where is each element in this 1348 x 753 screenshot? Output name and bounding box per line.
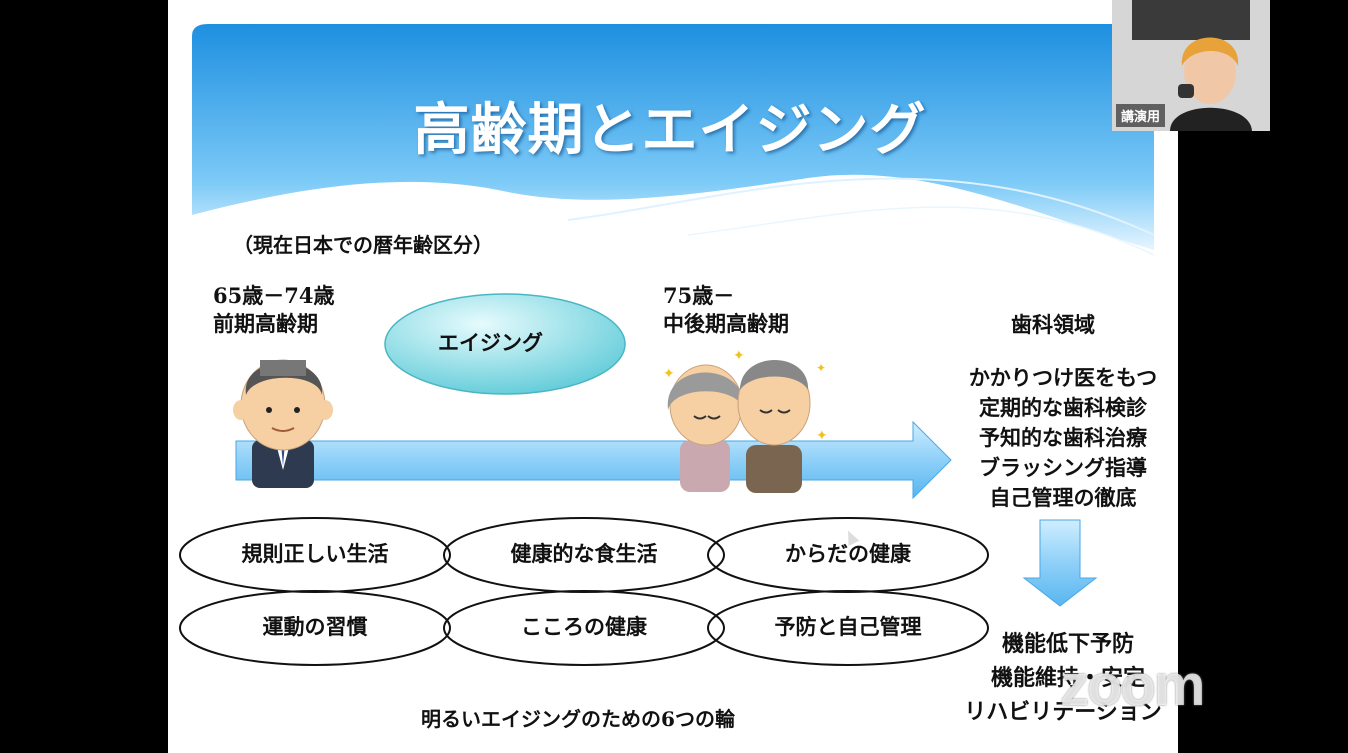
outcome-1: 機能低下予防 bbox=[1001, 631, 1134, 657]
outcome-2: 機能維持・安定 bbox=[990, 665, 1145, 691]
ring-label-1: 規則正しい生活 bbox=[241, 541, 389, 566]
elderly-man-illustration bbox=[233, 359, 333, 488]
ring-label-4: 運動の習慣 bbox=[262, 614, 368, 639]
svg-text:✦: ✦ bbox=[733, 348, 745, 364]
aging-bubble-label: エイジング bbox=[438, 330, 543, 355]
ring-label-3: からだの健康 bbox=[785, 541, 911, 566]
participant-video-tile[interactable]: 講演用 bbox=[1112, 0, 1270, 131]
down-arrow bbox=[1022, 519, 1098, 607]
ring-4 bbox=[179, 590, 451, 666]
dental-item-1: かかりつけ医をもつ bbox=[968, 365, 1158, 390]
elderly-couple-illustration: ✦ ✦ ✦ ✦ bbox=[663, 348, 828, 493]
dental-item-2: 定期的な歯科検診 bbox=[979, 395, 1147, 420]
ring-6 bbox=[707, 590, 989, 666]
stage2-name: 中後期高齢期 bbox=[663, 311, 789, 336]
ring-label-6: 予防と自己管理 bbox=[774, 614, 922, 639]
slide-title: 高齢期とエイジング bbox=[413, 98, 927, 163]
dental-item-3: 予知的な歯科治療 bbox=[979, 425, 1147, 450]
aging-bubble bbox=[384, 293, 626, 395]
ring-5 bbox=[443, 590, 725, 666]
rings-caption: 明るいエイジングのための6つの輪 bbox=[421, 707, 735, 731]
ring-label-2: 健康的な食生活 bbox=[510, 541, 658, 566]
dental-item-4: ブラッシング指導 bbox=[979, 455, 1147, 480]
dental-heading: 歯科領域 bbox=[1011, 312, 1095, 337]
presentation-slide: 高齢期とエイジング （現在日本での暦年齢区分） 65歳－74歳 前期高齢期 75… bbox=[168, 0, 1178, 753]
ring-label-5: こころの健康 bbox=[521, 614, 647, 639]
stage1-name: 前期高齢期 bbox=[213, 311, 318, 336]
svg-text:✦: ✦ bbox=[816, 361, 826, 375]
timeline-arrow bbox=[235, 420, 952, 500]
dental-item-5: 自己管理の徹底 bbox=[989, 485, 1137, 510]
diagram-graphics: ✦ ✦ ✦ ✦ bbox=[179, 293, 1098, 666]
outcome-3: リハビリテーション bbox=[964, 699, 1162, 725]
svg-text:✦: ✦ bbox=[816, 428, 828, 444]
participant-name-label: 講演用 bbox=[1116, 104, 1166, 127]
svg-text:✦: ✦ bbox=[663, 366, 675, 382]
six-rings bbox=[179, 517, 989, 666]
stage1-range: 65歳－74歳 bbox=[213, 283, 335, 308]
zoom-watermark: zoom bbox=[1060, 653, 1205, 718]
subtitle: （現在日本での暦年齢区分） bbox=[233, 233, 493, 257]
stage2-range: 75歳－ bbox=[663, 283, 735, 308]
slide-banner bbox=[192, 24, 1155, 256]
